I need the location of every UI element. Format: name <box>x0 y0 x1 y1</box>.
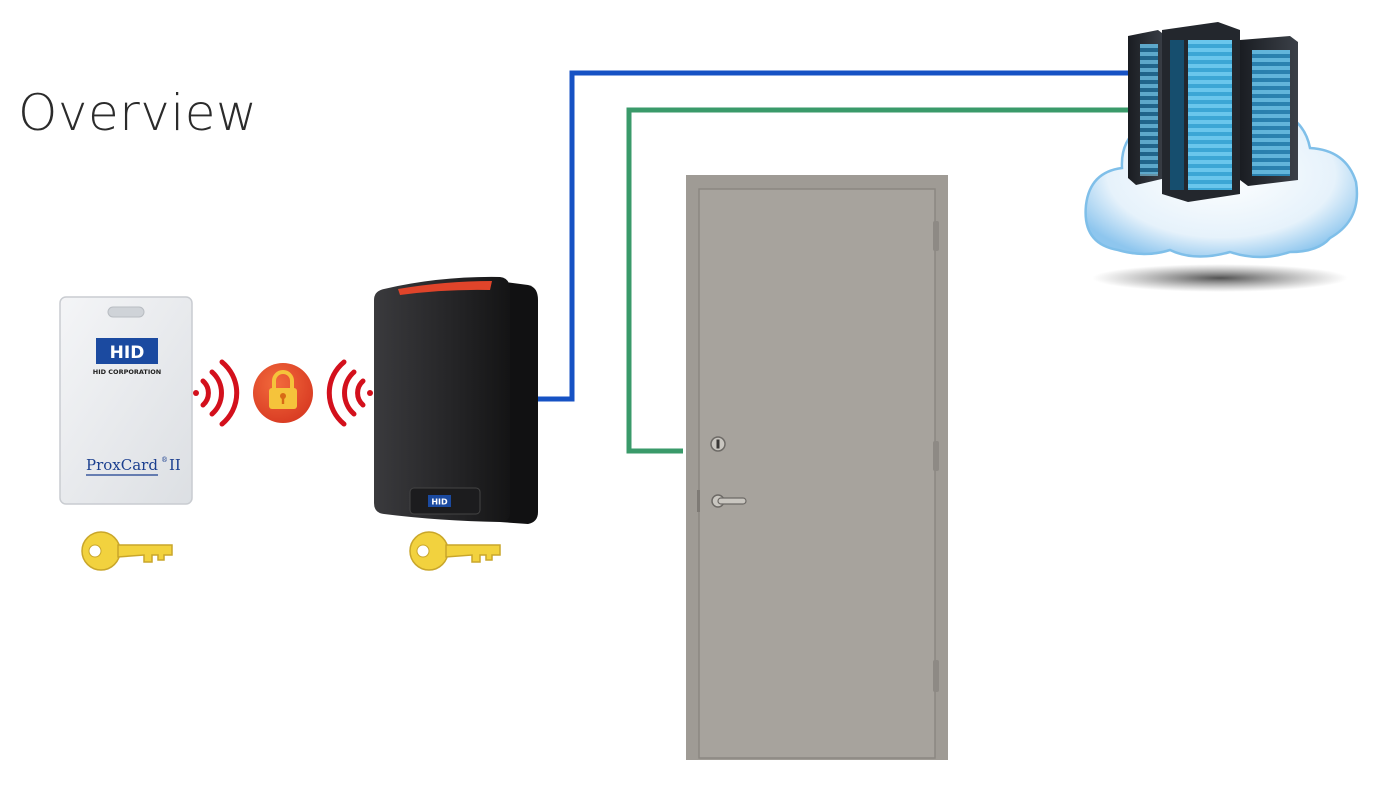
server-light <box>1252 122 1290 126</box>
card-brand: HID <box>110 343 145 363</box>
reader-brand: HID <box>431 498 448 507</box>
slide-title: Overview <box>18 84 258 142</box>
server-light <box>1140 156 1158 160</box>
server-light <box>1188 96 1232 100</box>
server-light <box>1252 130 1290 134</box>
server-light <box>1188 48 1232 52</box>
reader-led <box>398 281 492 295</box>
server-light <box>1188 56 1232 60</box>
server-light <box>1140 124 1158 128</box>
server-light <box>1252 50 1290 54</box>
server-light <box>1140 164 1158 168</box>
server-light <box>1188 40 1232 44</box>
door-hinge <box>933 221 939 251</box>
reader-hid-logo <box>428 495 451 507</box>
proximity-card: HID HID CORPORATION ProxCard ® II <box>59 296 193 505</box>
server-light <box>1140 172 1158 176</box>
server-light <box>1188 104 1232 108</box>
server-light <box>1140 116 1158 120</box>
server-light <box>1188 176 1232 180</box>
card-registered: ® <box>161 456 168 464</box>
cloud-servers <box>1084 22 1359 292</box>
server-light <box>1252 58 1290 62</box>
server-light <box>1252 74 1290 78</box>
server-light <box>1140 52 1158 56</box>
server-light <box>1252 162 1290 166</box>
reader-signal-icon <box>326 359 373 427</box>
card-reader: HID <box>374 276 538 524</box>
server-light <box>1188 136 1232 140</box>
server-light <box>1140 132 1158 136</box>
card-product-suffix: II <box>169 456 181 474</box>
server-light <box>1252 114 1290 118</box>
server-light <box>1252 98 1290 102</box>
cloud-shadow <box>1092 264 1348 292</box>
server-light <box>1188 112 1232 116</box>
server-light <box>1140 44 1158 48</box>
server-light <box>1188 64 1232 68</box>
server-light <box>1252 82 1290 86</box>
server-light <box>1188 160 1232 164</box>
server-light <box>1140 100 1158 104</box>
server-light <box>1188 168 1232 172</box>
door <box>686 175 948 760</box>
server-light <box>1140 68 1158 72</box>
server-light <box>1252 106 1290 110</box>
door-lock-icon <box>710 436 726 452</box>
server-light <box>1140 76 1158 80</box>
server-light <box>1140 108 1158 112</box>
control-line <box>626 107 1130 454</box>
lock-icon <box>253 363 313 423</box>
server-light <box>1140 148 1158 152</box>
server-light <box>1188 80 1232 84</box>
door-hinge <box>933 441 939 471</box>
server-light <box>1188 184 1232 188</box>
server-light <box>1188 120 1232 124</box>
door-hinge <box>933 660 939 692</box>
server-light <box>1140 92 1158 96</box>
server-light <box>1252 90 1290 94</box>
server-light <box>1252 138 1290 142</box>
server-light <box>1188 88 1232 92</box>
card-product: ProxCard <box>86 456 158 474</box>
door-handle-icon <box>711 494 747 508</box>
server-light <box>1188 144 1232 148</box>
card-signal-icon <box>193 359 240 427</box>
server-light <box>1252 66 1290 70</box>
card-hid-logo <box>96 338 158 364</box>
server-light <box>1140 140 1158 144</box>
key-icon <box>81 531 173 571</box>
server-light <box>1252 154 1290 158</box>
server-light <box>1252 146 1290 150</box>
server-light <box>1140 60 1158 64</box>
server-light <box>1188 152 1232 156</box>
card-company: HID CORPORATION <box>93 368 161 376</box>
server-light <box>1188 128 1232 132</box>
server-light <box>1188 72 1232 76</box>
key-icon <box>409 531 501 571</box>
server-light <box>1252 170 1290 174</box>
server-light <box>1140 84 1158 88</box>
network-line <box>536 70 1140 402</box>
